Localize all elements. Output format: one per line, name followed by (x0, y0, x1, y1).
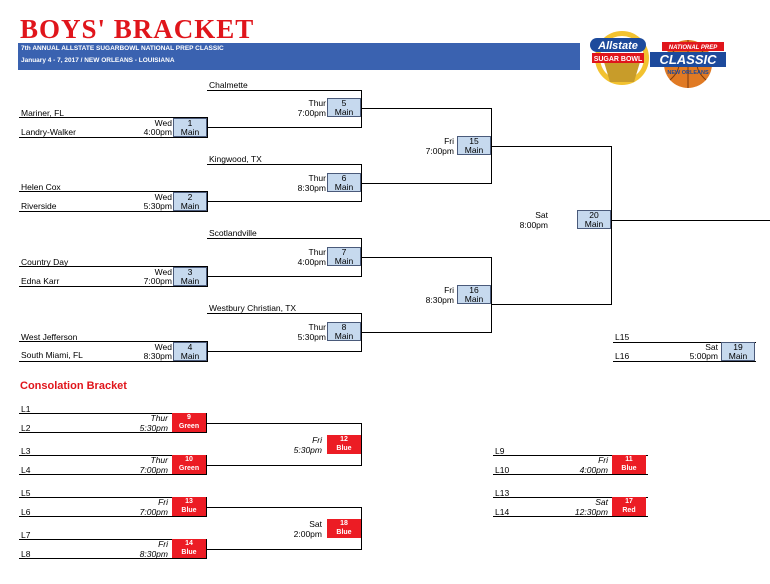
game7-day: Thur (308, 247, 326, 257)
label-l16: L16 (615, 351, 630, 361)
cons13-time: 7:00pm (139, 507, 168, 517)
game20-day: Sat (535, 210, 548, 220)
game4-day: Wed (154, 342, 172, 352)
team-landry-walker: Landry-Walker (21, 127, 76, 137)
label-l1: L1 (21, 404, 31, 414)
game7-time: 4:00pm (297, 257, 326, 267)
page-title: BOYS' BRACKET (20, 14, 255, 44)
label-l3: L3 (21, 446, 31, 456)
game16-day: Fri (444, 285, 454, 295)
svg-text:Allstate: Allstate (597, 40, 638, 52)
team-edna-karr: Edna Karr (21, 276, 60, 286)
svg-text:NATIONAL PREP: NATIONAL PREP (669, 45, 718, 51)
cons11-day: Fri (598, 455, 608, 465)
team-helen-cox: Helen Cox (21, 182, 61, 192)
game4-time: 8:30pm (143, 351, 172, 361)
svg-text:NEW ORLEANS: NEW ORLEANS (667, 70, 709, 76)
sugar-bowl-logo: Allstate SUGAR BOWL NATIONAL PREP CLASSI… (590, 31, 726, 88)
label-l2: L2 (21, 423, 31, 433)
cons14-time: 8:30pm (139, 549, 168, 559)
label-l10: L10 (495, 465, 510, 475)
game6-time: 8:30pm (297, 183, 326, 193)
team-country-day: Country Day (21, 257, 69, 267)
cons12-day: Fri (312, 435, 322, 445)
game20-time: 8:00pm (519, 220, 548, 230)
cons17-time: 12:30pm (574, 507, 608, 517)
game8-day: Thur (308, 322, 326, 332)
game5-time: 7:00pm (297, 108, 326, 118)
label-l8: L8 (21, 549, 31, 559)
label-l14: L14 (495, 507, 510, 517)
cons10-day: Thur (150, 455, 168, 465)
game3-day: Wed (154, 267, 172, 277)
cons9-time: 5:30pm (139, 423, 168, 433)
game8-time: 5:30pm (297, 332, 326, 342)
cons17-day: Sat (595, 497, 608, 507)
header-banner: 7th ANNUAL ALLSTATE SUGARBOWL NATIONAL P… (18, 43, 580, 70)
cons12-time: 5:30pm (293, 445, 322, 455)
game16-time: 8:30pm (425, 295, 454, 305)
cons11-time: 4:00pm (579, 465, 608, 475)
team-scotlandville: Scotlandville (209, 228, 257, 238)
consolation-title: Consolation Bracket (20, 380, 127, 392)
label-l6: L6 (21, 507, 31, 517)
game1-day: Wed (154, 118, 172, 128)
label-l9: L9 (495, 446, 505, 456)
game2-day: Wed (154, 192, 172, 202)
game19-time: 5:00pm (689, 351, 718, 361)
svg-text:CLASSIC: CLASSIC (659, 52, 717, 67)
svg-text:SUGAR BOWL: SUGAR BOWL (594, 56, 643, 63)
team-mariner: Mariner, FL (21, 108, 64, 118)
game5-day: Thur (308, 98, 326, 108)
label-l5: L5 (21, 488, 31, 498)
game15-day: Fri (444, 136, 454, 146)
team-chalmette: Chalmette (209, 80, 248, 90)
team-westbury: Westbury Christian, TX (209, 303, 297, 313)
banner-event-name: 7th ANNUAL ALLSTATE SUGARBOWL NATIONAL P… (21, 45, 224, 52)
label-l13: L13 (495, 488, 510, 498)
cons13-day: Fri (158, 497, 168, 507)
game6-day: Thur (308, 173, 326, 183)
cons18-day: Sat (309, 519, 322, 529)
team-south-miami: South Miami, FL (21, 350, 83, 360)
game15-time: 7:00pm (425, 146, 454, 156)
team-kingwood: Kingwood, TX (209, 154, 262, 164)
label-l7: L7 (21, 530, 31, 540)
team-west-jefferson: West Jefferson (21, 332, 78, 342)
game1-time: 4:00pm (143, 127, 172, 137)
cons10-time: 7:00pm (139, 465, 168, 475)
label-l15: L15 (615, 332, 630, 342)
cons18-time: 2:00pm (293, 529, 322, 539)
cons14-day: Fri (158, 539, 168, 549)
team-riverside: Riverside (21, 201, 57, 211)
game2-time: 5:30pm (143, 201, 172, 211)
cons9-day: Thur (150, 413, 168, 423)
game19-day: Sat (705, 342, 718, 352)
label-l4: L4 (21, 465, 31, 475)
banner-date-location: January 4 - 7, 2017 / NEW ORLEANS - LOUI… (21, 57, 175, 64)
game3-time: 7:00pm (143, 276, 172, 286)
